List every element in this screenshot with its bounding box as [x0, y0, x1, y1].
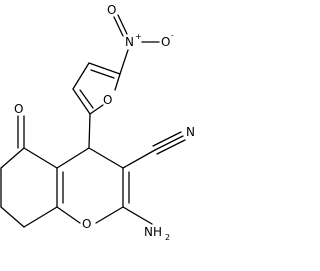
- bond-cn-triple-b: [152, 131, 182, 147]
- atom-label-nitrile-n: N: [186, 125, 195, 139]
- bond-o1-c8a: [56, 206, 81, 224]
- bond-c4a-c5: [23, 147, 58, 169]
- bond-c8-c8a: [23, 206, 58, 228]
- atom-label-nitro-o-top: O: [107, 3, 116, 17]
- atom-label-pyran-o: O: [82, 217, 91, 231]
- bond-furan-c4-c3: [72, 62, 90, 90]
- atom-label-ketone-o: O: [14, 102, 23, 116]
- atom-label-nitro-o-right: O: [161, 35, 170, 49]
- bond-furan-c5-o: [114, 73, 121, 91]
- bond-c2-o1: [95, 206, 124, 224]
- bonds: [0, 14, 186, 228]
- bond-furan-c5-c4: [88, 62, 121, 75]
- bond-c4-c3: [88, 147, 124, 169]
- atom-label-amino-subscript: 2: [165, 233, 170, 242]
- atom-label-amino: NH: [144, 225, 162, 239]
- bond-cn-triple-c: [156, 139, 186, 155]
- chemical-structure-diagram: O N + O - O O N NH 2 O: [0, 3, 195, 242]
- bond-c2-nh2: [122, 206, 153, 225]
- bond-furan-c3-c2: [72, 88, 91, 115]
- bond-furan-c2-o: [89, 104, 104, 115]
- bond-furan-c5-c4-inner: [90, 69, 115, 79]
- bond-nitro-n-o-top-b: [113, 16, 124, 37]
- atom-labels: O N + O - O O N NH 2 O: [14, 3, 195, 242]
- bond-furan-c2-c4: [88, 113, 91, 149]
- bond-c7-c8: [0, 206, 25, 228]
- bond-cn-triple-a: [154, 135, 184, 151]
- atom-label-furan-o: O: [103, 93, 112, 107]
- bond-c3-cn: [122, 149, 156, 169]
- charge-label-nitro-o-right: -: [171, 31, 174, 40]
- bond-c4a-c4: [56, 147, 90, 169]
- bond-c5-c6: [0, 147, 25, 169]
- atom-label-nitro-n: N: [125, 35, 134, 49]
- bond-nitro-n-o-top-a: [117, 14, 128, 35]
- bond-nitro-n-c5: [119, 49, 129, 75]
- charge-label-nitro-n: +: [135, 32, 142, 41]
- bond-furan-c3-c2-inner: [79, 89, 94, 109]
